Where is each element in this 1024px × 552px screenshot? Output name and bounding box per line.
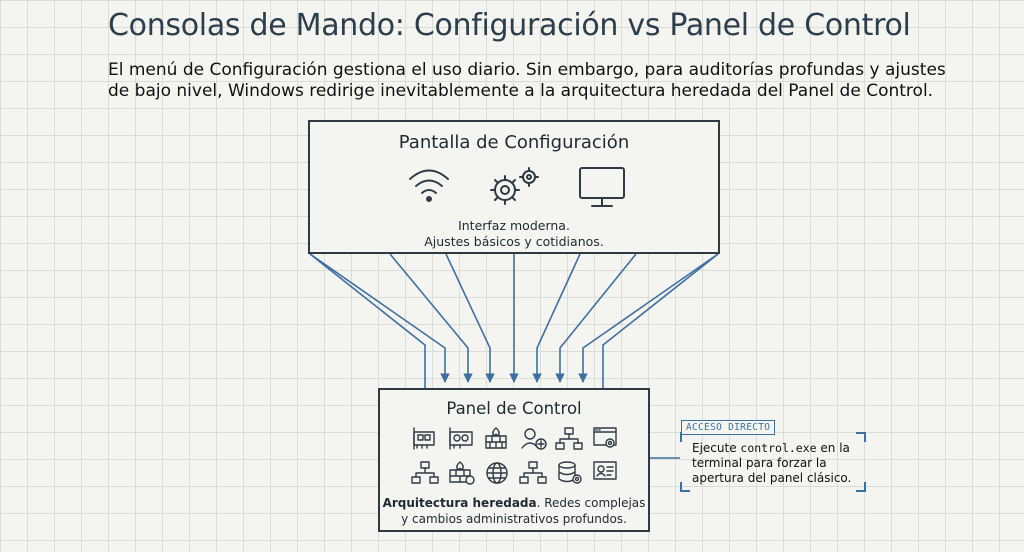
firewall-gear-icon xyxy=(449,461,475,485)
network-tree-icon xyxy=(519,461,547,484)
settings-icons xyxy=(409,167,625,207)
globe-shield-icon xyxy=(486,462,508,484)
shortcut-tag: ACCESO DIRECTO xyxy=(681,420,776,435)
desc-rest: . Redes complejas xyxy=(536,496,646,510)
settings-box-description: Interfaz moderna. Ajustes básicos y coti… xyxy=(310,218,718,250)
shortcut-command: control.exe xyxy=(740,441,817,455)
page-subtitle: El menú de Configuración gestiona el uso… xyxy=(108,60,946,101)
desc-bold: Arquitectura heredada xyxy=(382,496,537,510)
settings-desc-line2: Ajustes básicos y cotidianos. xyxy=(424,234,604,249)
settings-screen-box: Pantalla de Configuración Interfaz moder… xyxy=(308,120,720,254)
control-panel-box: Panel de Control xyxy=(378,388,650,532)
shortcut-text-before: Ejecute xyxy=(692,441,741,455)
settings-desc-line1: Interfaz moderna. xyxy=(458,218,570,233)
control-panel-desc-line1: Arquitectura heredada. Redes complejas xyxy=(380,495,648,511)
firewall-icon xyxy=(485,427,507,449)
page-title: Consolas de Mando: Configuración vs Pane… xyxy=(108,8,911,43)
control-panel-description: Arquitectura heredada. Redes complejas y… xyxy=(380,495,648,527)
wifi-icon xyxy=(409,169,449,202)
control-panel-icons xyxy=(411,427,617,485)
network-tree-icon xyxy=(555,427,583,450)
gears-icon xyxy=(490,167,539,205)
database-gear-icon xyxy=(558,461,582,484)
id-card-icon xyxy=(593,461,617,480)
network-tree-icon xyxy=(411,461,439,484)
settings-box-title: Pantalla de Configuración xyxy=(398,132,630,153)
control-panel-title: Panel de Control xyxy=(446,399,582,418)
monitor-icon xyxy=(579,167,625,207)
user-add-icon xyxy=(521,428,547,450)
shortcut-text: Ejecute control.exe en la terminal para … xyxy=(692,441,862,486)
control-panel-desc-line2: y cambios administrativos profundos. xyxy=(401,512,627,526)
window-settings-icon xyxy=(593,427,617,448)
graphics-card-icon xyxy=(449,427,473,450)
shortcut-text-after: en la terminal para forzar la apertura d… xyxy=(692,441,852,485)
network-card-icon xyxy=(413,427,435,450)
